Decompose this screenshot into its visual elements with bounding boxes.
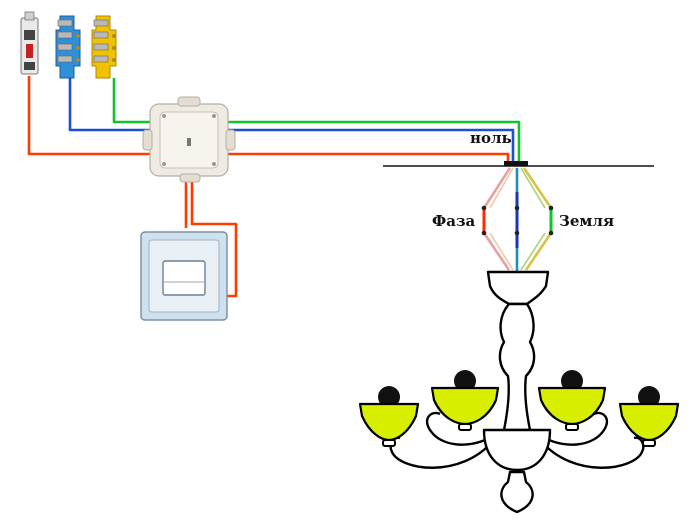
chandelier-arm: [425, 411, 501, 446]
chandelier-stem: [498, 302, 536, 432]
ceiling-terminal: [504, 161, 528, 166]
switch-wire-return: [190, 180, 238, 298]
lamp-shade-3: [537, 386, 607, 426]
neutral-busbar: [55, 15, 81, 79]
chandelier: [389, 270, 645, 514]
neutral-wire: [68, 78, 515, 163]
neutral-label: ноль: [470, 129, 512, 147]
lamp-bulbs: [378, 370, 660, 408]
phase-wire: [27, 76, 510, 163]
phase-label: Фаза: [432, 212, 476, 230]
chandelier-arm: [539, 436, 645, 469]
light-switch: [140, 231, 228, 321]
lamp-shade-4: [618, 402, 680, 442]
lead-connectors: [481, 205, 554, 236]
chandelier-arm: [533, 411, 609, 446]
chandelier-finial: [500, 470, 534, 514]
circuit-breaker: [20, 11, 39, 75]
ground-label: Земля: [559, 212, 614, 230]
lamp-cups: [382, 423, 656, 447]
lamp-shades: [358, 386, 680, 442]
chandelier-canopy: [486, 270, 550, 306]
lamp-shade-1: [358, 402, 420, 442]
chandelier-leads: [482, 167, 553, 272]
chandelier-bowl: [482, 428, 552, 472]
lamp-shade-2: [430, 386, 500, 426]
junction-box: [142, 96, 236, 183]
ground-busbar: [91, 15, 117, 79]
